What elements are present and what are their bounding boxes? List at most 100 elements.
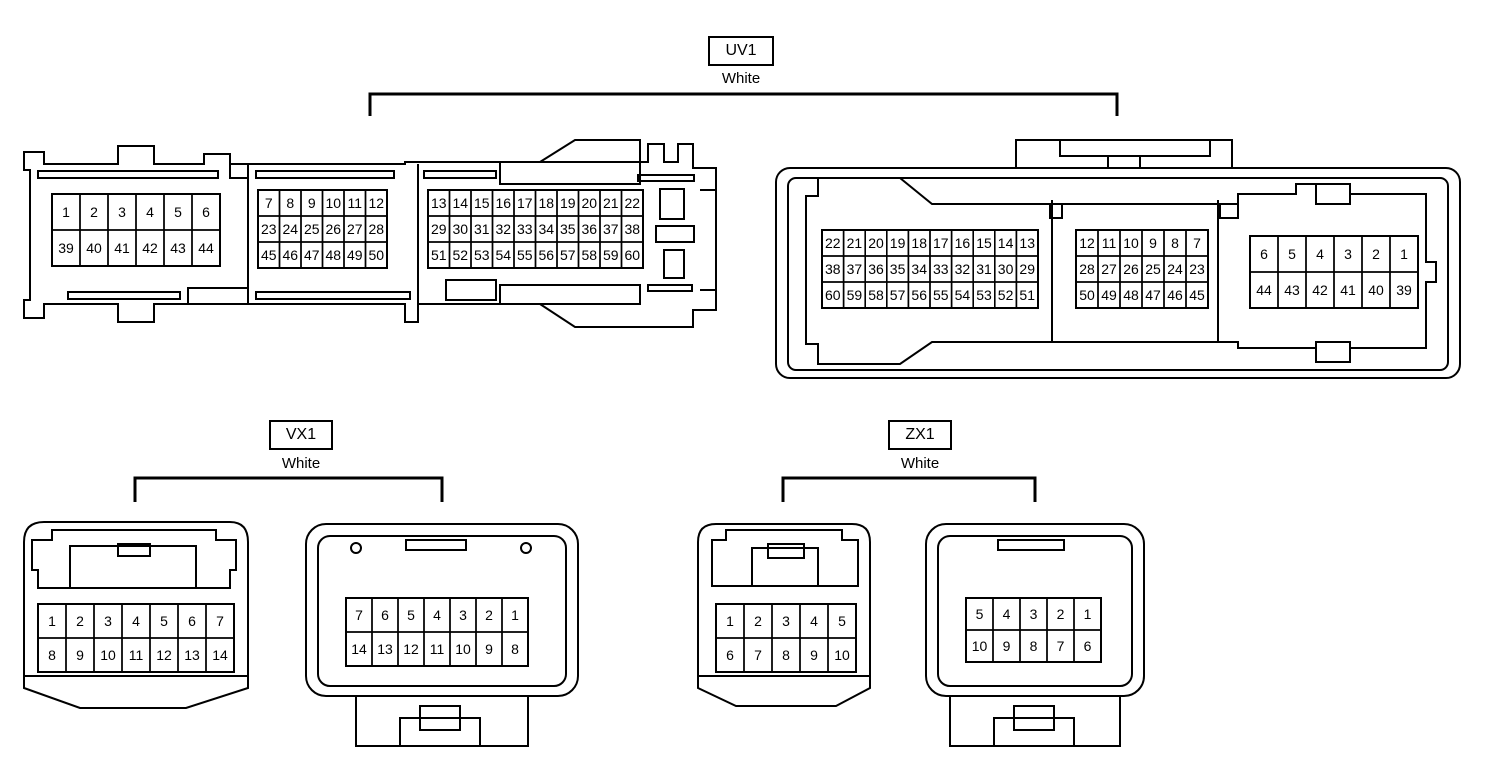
pin-cell bbox=[1389, 271, 1419, 309]
pin-number: 28 bbox=[368, 221, 384, 237]
pin-number: 12 bbox=[156, 647, 172, 663]
pin-number: 18 bbox=[911, 235, 927, 251]
pin-number: 14 bbox=[452, 195, 468, 211]
pin-number: 36 bbox=[868, 261, 884, 277]
pin-number: 59 bbox=[847, 287, 863, 303]
pin-number: 55 bbox=[517, 247, 533, 263]
pin-number: 3 bbox=[104, 613, 112, 629]
pin-number: 57 bbox=[890, 287, 906, 303]
pin-number: 39 bbox=[58, 240, 74, 256]
pin-number: 29 bbox=[431, 221, 447, 237]
pin-number: 9 bbox=[76, 647, 84, 663]
pin-number: 37 bbox=[847, 261, 863, 277]
pin-number: 31 bbox=[474, 221, 490, 237]
pin-number: 49 bbox=[1101, 287, 1117, 303]
pin-cell bbox=[191, 229, 221, 267]
pin-number: 25 bbox=[304, 221, 320, 237]
pin-number: 45 bbox=[261, 247, 277, 263]
connector-label-vx1: VX1 bbox=[269, 420, 333, 450]
pin-cell bbox=[1073, 629, 1102, 663]
pin-number: 9 bbox=[308, 195, 316, 211]
pin-number: 4 bbox=[1003, 606, 1011, 622]
pin-number: 1 bbox=[511, 607, 519, 623]
pin-number: 58 bbox=[868, 287, 884, 303]
pin-number: 2 bbox=[754, 613, 762, 629]
pin-number: 13 bbox=[431, 195, 447, 211]
pin-number: 6 bbox=[188, 613, 196, 629]
pin-number: 6 bbox=[381, 607, 389, 623]
pin-number: 42 bbox=[142, 240, 158, 256]
pin-number: 3 bbox=[118, 204, 126, 220]
pin-cell bbox=[205, 637, 235, 673]
pin-number: 1 bbox=[1084, 606, 1092, 622]
pin-number: 23 bbox=[261, 221, 277, 237]
pin-number: 10 bbox=[1123, 235, 1139, 251]
bracket-zx1 bbox=[781, 476, 1037, 502]
pin-number: 56 bbox=[538, 247, 554, 263]
pin-number: 52 bbox=[452, 247, 468, 263]
pin-number: 2 bbox=[485, 607, 493, 623]
pin-number: 50 bbox=[1079, 287, 1095, 303]
pin-number: 22 bbox=[825, 235, 841, 251]
pin-number: 41 bbox=[114, 240, 130, 256]
pin-number: 5 bbox=[174, 204, 182, 220]
pin-number: 20 bbox=[581, 195, 597, 211]
pin-number: 31 bbox=[976, 261, 992, 277]
pin-number: 19 bbox=[890, 235, 906, 251]
pin-number: 30 bbox=[998, 261, 1014, 277]
pin-number: 32 bbox=[955, 261, 971, 277]
uv1-housing-right bbox=[775, 139, 1461, 379]
pin-number: 13 bbox=[184, 647, 200, 663]
pin-number: 45 bbox=[1189, 287, 1205, 303]
connector-color-uv1: White bbox=[721, 70, 761, 87]
pin-number: 24 bbox=[1167, 261, 1183, 277]
pin-number: 23 bbox=[1189, 261, 1205, 277]
pin-cell bbox=[620, 241, 644, 269]
pin-number: 25 bbox=[1145, 261, 1161, 277]
pin-number: 60 bbox=[825, 287, 841, 303]
pin-number: 16 bbox=[495, 195, 511, 211]
pin-number: 47 bbox=[1145, 287, 1161, 303]
pin-number: 40 bbox=[86, 240, 102, 256]
pin-number: 14 bbox=[998, 235, 1014, 251]
pin-number: 44 bbox=[198, 240, 214, 256]
pin-number: 11 bbox=[1102, 235, 1117, 251]
pin-number: 33 bbox=[933, 261, 949, 277]
zx1-housing-right bbox=[925, 523, 1145, 747]
pin-number: 12 bbox=[403, 641, 419, 657]
pin-number: 17 bbox=[933, 235, 949, 251]
pin-number: 33 bbox=[517, 221, 533, 237]
pin-number: 6 bbox=[202, 204, 210, 220]
pin-number: 54 bbox=[495, 247, 511, 263]
pin-number: 7 bbox=[1057, 638, 1065, 654]
connector-color-vx1: White bbox=[281, 455, 321, 472]
pin-number: 58 bbox=[581, 247, 597, 263]
pin-number: 48 bbox=[1123, 287, 1139, 303]
pin-cell bbox=[364, 241, 388, 269]
pin-number: 2 bbox=[1057, 606, 1065, 622]
pin-number: 49 bbox=[347, 247, 363, 263]
pin-number: 35 bbox=[890, 261, 906, 277]
pin-number: 38 bbox=[624, 221, 640, 237]
pin-number: 29 bbox=[1019, 261, 1035, 277]
pin-number: 10 bbox=[834, 647, 850, 663]
pin-number: 17 bbox=[517, 195, 533, 211]
pin-number: 8 bbox=[782, 647, 790, 663]
pin-number: 6 bbox=[726, 647, 734, 663]
pin-number: 53 bbox=[474, 247, 490, 263]
pin-number: 27 bbox=[347, 221, 363, 237]
pin-number: 11 bbox=[430, 641, 445, 657]
pin-number: 7 bbox=[1193, 235, 1201, 251]
pin-number: 4 bbox=[132, 613, 140, 629]
uv1-housing-left bbox=[23, 139, 717, 328]
pin-number: 39 bbox=[1396, 282, 1412, 298]
pin-number: 35 bbox=[560, 221, 576, 237]
pin-number: 46 bbox=[282, 247, 298, 263]
pin-number: 40 bbox=[1368, 282, 1384, 298]
pin-number: 5 bbox=[976, 606, 984, 622]
pin-number: 32 bbox=[495, 221, 511, 237]
pin-number: 5 bbox=[407, 607, 415, 623]
pin-number: 7 bbox=[216, 613, 224, 629]
pin-number: 1 bbox=[726, 613, 734, 629]
pin-number: 30 bbox=[452, 221, 468, 237]
